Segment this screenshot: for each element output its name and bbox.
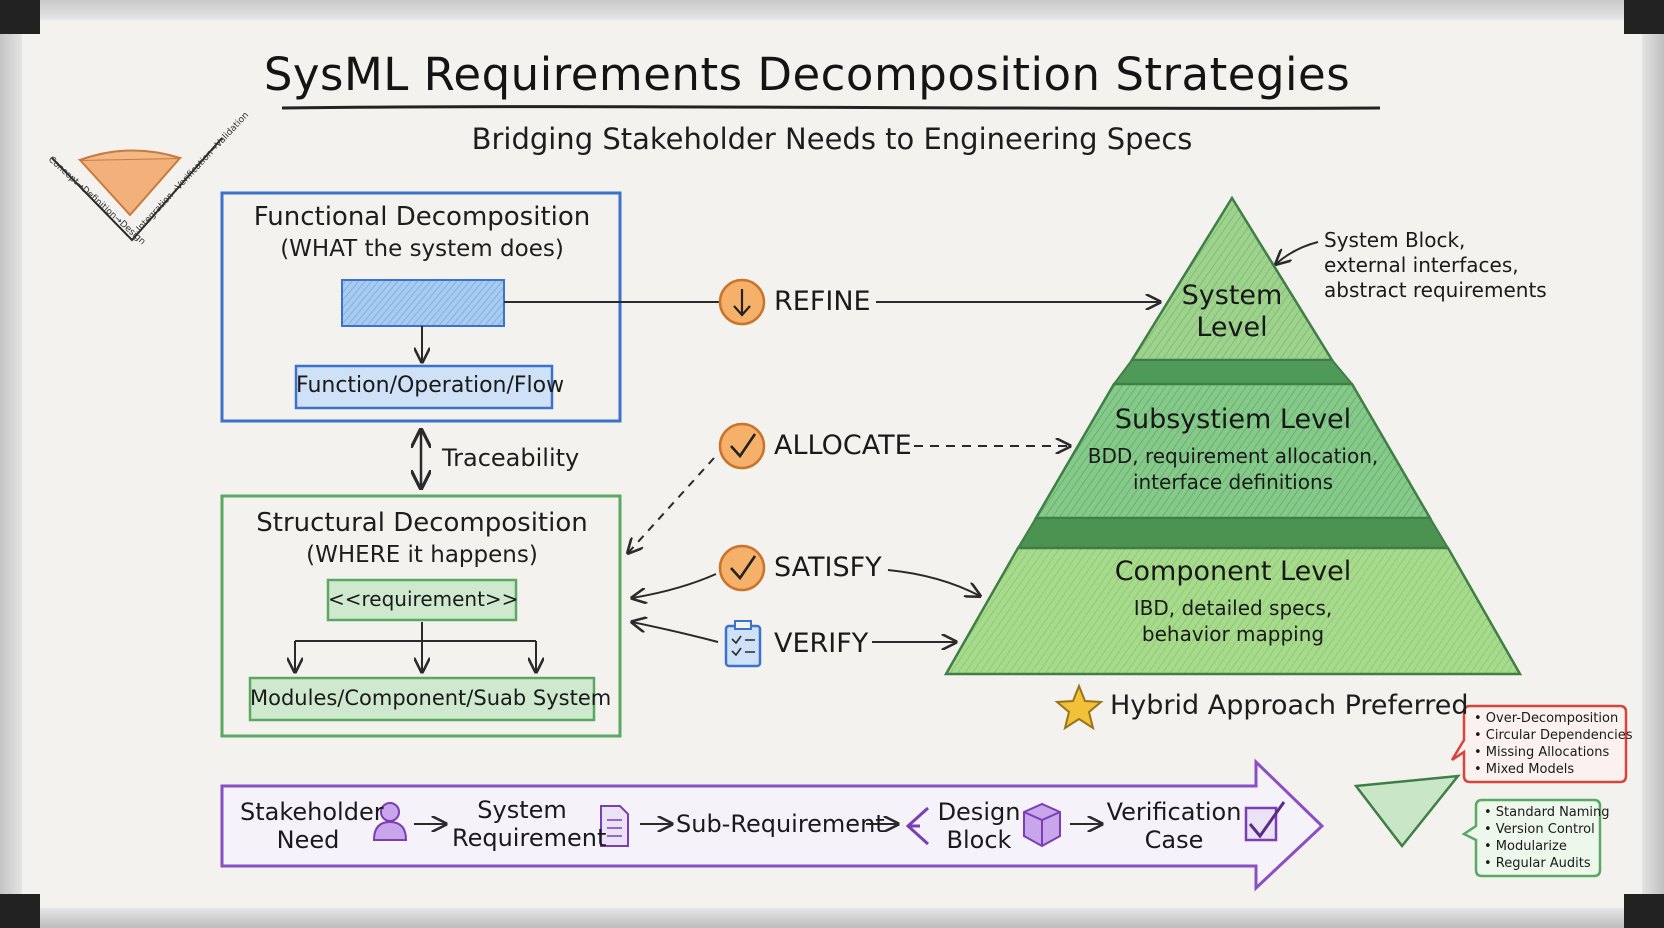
checkbox-icon (1244, 801, 1286, 842)
flow-design-block-line1: Design (937, 798, 1021, 826)
functional-block (341, 279, 505, 327)
branch-icon (905, 806, 930, 846)
component-level-title: Component Level (1114, 556, 1352, 587)
verify-icon (724, 620, 762, 668)
page-subtitle: Bridging Stakeholder Needs to Engineerin… (471, 122, 1193, 156)
person-icon (372, 802, 408, 841)
best-practice-item: • Standard Naming (1484, 805, 1610, 820)
structural-box (220, 494, 622, 738)
system-note-line1: System Block, (1324, 228, 1466, 252)
flow-arrow (220, 758, 1325, 892)
allocate-icon (718, 422, 766, 470)
flow-system-req-line1: System (477, 796, 567, 824)
v-model-sketch: Concept→Definition→Design Integration→Ve… (46, 110, 251, 247)
pitfall-item: • Circular Dependencies (1474, 728, 1633, 743)
verify-label: VERIFY (774, 628, 869, 659)
frame-corner (0, 0, 40, 34)
flow-sub-requirement: Sub-Requirement (676, 810, 885, 838)
board-frame-right (1642, 0, 1664, 928)
flow-design-block-line2: Block (946, 826, 1012, 854)
title-underline (281, 105, 1381, 110)
modules-label: Modules/Component/Suab System (250, 686, 612, 710)
functional-box (220, 191, 622, 423)
refine-label: REFINE (774, 286, 871, 317)
frame-corner (1624, 894, 1664, 928)
system-note-line3: abstract requirements (1324, 278, 1547, 302)
best-practice-item: • Version Control (1484, 822, 1595, 837)
functional-title: Functional Decomposition (253, 202, 591, 232)
structural-subtitle: (WHERE it happens) (306, 542, 538, 568)
functional-subtitle: (WHAT the system does) (280, 236, 564, 262)
pitfalls-callout (1450, 704, 1628, 784)
subsystem-desc-line1: BDD, requirement allocation, (1087, 444, 1379, 468)
page-title: SysML Requirements Decomposition Strateg… (263, 48, 1351, 101)
board-frame-left (0, 0, 22, 928)
subsystem-desc-line2: interface definitions (1132, 470, 1334, 494)
pitfall-item: • Over-Decomposition (1474, 711, 1619, 726)
subsystem-level-title: Subsystiem Level (1114, 404, 1352, 435)
flow-verification-line2: Case (1144, 826, 1204, 854)
flow-stakeholder-line2: Need (276, 826, 340, 854)
star-icon (1054, 683, 1104, 731)
best-practice-item: • Regular Audits (1484, 856, 1591, 871)
cube-icon (1023, 802, 1061, 848)
satisfy-icon (718, 544, 766, 592)
flow-stakeholder-line1: Stakeholder (240, 798, 384, 826)
hybrid-approach-label: Hybrid Approach Preferred (1110, 690, 1469, 721)
funnel-sketch (1353, 774, 1461, 849)
frame-corner (1624, 0, 1664, 34)
pitfall-item: • Missing Allocations (1474, 745, 1610, 760)
flow-system-req-line2: Requirement (452, 824, 607, 852)
modules-box (248, 676, 596, 722)
best-practice-item: • Modularize (1484, 839, 1567, 854)
requirement-stereotype-label: <<requirement>> (328, 587, 519, 611)
board-frame-top (0, 0, 1664, 20)
frame-corner (0, 894, 40, 928)
allocate-label: ALLOCATE (774, 430, 912, 461)
function-operation-box (294, 364, 554, 410)
pitfall-item: • Mixed Models (1474, 762, 1575, 777)
document-icon (600, 805, 629, 847)
component-desc-line2: behavior mapping (1141, 622, 1325, 646)
best-practices-callout (1461, 798, 1602, 878)
system-note-line2: external interfaces, (1324, 253, 1519, 277)
flow-verification-line1: Verification (1106, 798, 1242, 826)
structural-title: Structural Decomposition (256, 508, 588, 538)
requirement-stereotype-box (326, 578, 518, 622)
function-operation-label: Function/Operation/Flow (296, 373, 565, 398)
board-frame-bottom (0, 908, 1664, 928)
pyramid-component-level (943, 546, 1523, 676)
satisfy-label: SATISFY (774, 552, 882, 583)
traceability-label: Traceability (442, 444, 580, 472)
component-desc-line1: IBD, detailed specs, (1133, 596, 1333, 620)
system-level-line2: Level (1196, 312, 1268, 343)
system-level-line1: System (1181, 280, 1283, 311)
